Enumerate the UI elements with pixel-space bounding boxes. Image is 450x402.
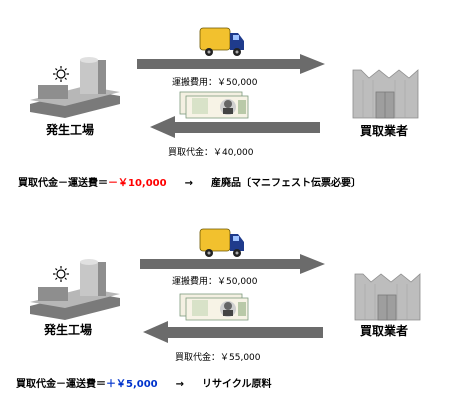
- arrow-to-factory: [143, 321, 323, 343]
- summary-arrow: →: [184, 178, 193, 189]
- summary-arrow: →: [175, 379, 185, 390]
- factory-label: 発生工場: [44, 323, 93, 337]
- summary-value-negative: －￥10,000: [108, 178, 167, 189]
- arrow-to-factory: [150, 116, 320, 138]
- factory-icon: [30, 57, 120, 118]
- summary-result: 産廃品〔マニフェスト伝票必要〕: [210, 178, 361, 189]
- arrow-to-buyer: [140, 254, 325, 274]
- scenario-graphics: [30, 228, 421, 343]
- scenario-graphics: [30, 27, 419, 138]
- banknotes-icon: [179, 91, 249, 119]
- buyer-label: 買取業者: [360, 324, 409, 338]
- summary-value-positive: ＋￥5,000: [106, 379, 158, 390]
- sun-icon: [53, 66, 69, 82]
- summary-result: リサイクル原料: [202, 379, 272, 390]
- factory-icon: [30, 259, 120, 320]
- scenario-loss: 運搬費用：￥50,000 買取代金：￥40,000 発生工場 買取業者 買取代金…: [0, 0, 450, 200]
- summary-line: 買取代金－運送費＝＋￥5,000 → リサイクル原料: [16, 375, 272, 390]
- truck-icon: [199, 27, 244, 56]
- factory-label: 発生工場: [46, 123, 95, 137]
- purchase-price-label: 買取代金：￥40,000: [168, 148, 254, 158]
- scenario-profit: 運搬費用：￥50,000 買取代金：￥55,000 発生工場 買取業者 買取代金…: [0, 202, 450, 402]
- summary-prefix: 買取代金－運送費＝: [18, 178, 108, 189]
- truck-icon: [199, 228, 244, 257]
- summary-line: 買取代金－運送費＝－￥10,000 → 産廃品〔マニフェスト伝票必要〕: [18, 174, 361, 189]
- transport-cost-label: 運搬費用：￥50,000: [172, 277, 258, 287]
- purchase-price-label: 買取代金：￥55,000: [175, 353, 261, 363]
- arrow-to-buyer: [137, 54, 325, 74]
- warehouse-icon: [354, 273, 421, 321]
- banknotes-icon: [179, 293, 249, 321]
- warehouse-icon: [352, 69, 419, 119]
- sun-icon: [53, 266, 69, 282]
- summary-prefix: 買取代金－運送費＝: [16, 379, 106, 390]
- transport-cost-label: 運搬費用：￥50,000: [172, 78, 258, 88]
- buyer-label: 買取業者: [360, 124, 409, 138]
